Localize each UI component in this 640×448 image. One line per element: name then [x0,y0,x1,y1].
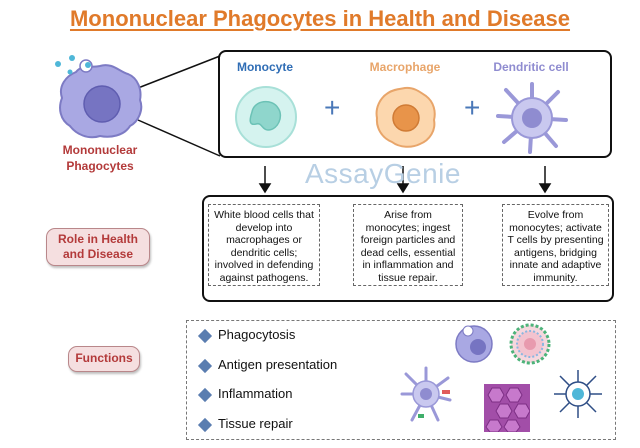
macrophage-illustration [375,86,436,148]
monocyte-illustration [235,86,297,148]
cell-types-box [218,50,612,158]
phagocytosis-illustration [455,325,493,363]
left-label-line1: Mononuclear [62,143,138,157]
function-item-tissue-repair: Tissue repair [218,416,293,431]
role-descriptions-box [202,195,614,302]
plus-sign-2: + [464,92,481,123]
functions-box [186,320,616,440]
dendritic-cell-label: Dendritic cell [493,60,569,74]
immune-cell-illustration [554,370,602,418]
inflammation-dendritic-illustration [400,366,452,422]
tissue-repair-illustration [484,384,530,432]
plus-sign-1: + [324,92,341,123]
watermark: AssayGenie [305,158,461,189]
dendritic-cell-description: Evolve from monocytes; activate T cells … [502,204,609,286]
function-item-phagocytosis: Phagocytosis [218,327,296,342]
role-in-health-label: Role in Health and Disease [46,228,150,266]
role-label-line1: Role in Health [57,232,138,246]
function-item-antigen-presentation: Antigen presentation [218,357,338,372]
macrophage-label: Macrophage [369,60,441,74]
monocyte-label: Monocyte [236,60,293,74]
mononuclear-phagocytes-label: Mononuclear Phagocytes [40,142,160,174]
role-label-line2: and Disease [62,247,134,261]
function-item-inflammation: Inflammation [218,386,293,401]
left-label-line2: Phagocytes [66,159,134,173]
macrophage-description: Arise from monocytes; ingest foreign par… [353,204,463,286]
functions-label: Functions [68,346,140,372]
dendritic-cell-illustration [496,82,568,154]
antigen-presentation-illustration [509,323,551,365]
page-title: Mononuclear Phagocytes in Health and Dis… [69,6,571,31]
monocyte-description: White blood cells that develop into macr… [208,204,320,286]
mononuclear-phagocyte-illustration [55,55,143,139]
